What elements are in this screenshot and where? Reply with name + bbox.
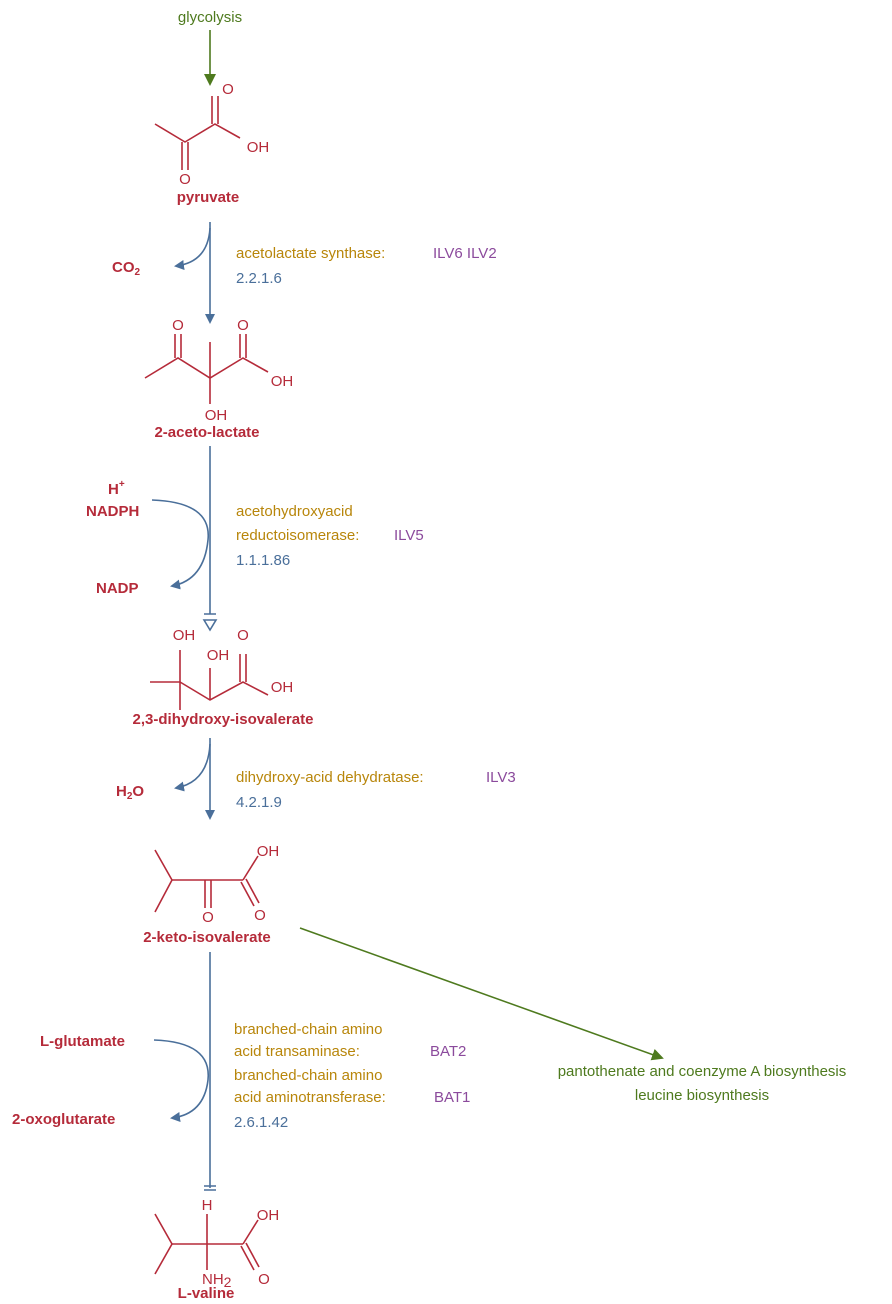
metabolite-pyruvate[interactable]: pyruvate [177, 189, 240, 206]
reaction-3-ec[interactable]: 4.2.1.9 [236, 794, 282, 811]
svg-text:OH: OH [257, 843, 280, 860]
link-pantothenate-coa-biosynthesis[interactable]: pantothenate and coenzyme A biosynthesis [558, 1063, 847, 1080]
reaction-4-cofactor-arrow [153, 1039, 209, 1122]
reaction-1-enzyme[interactable]: acetolactate synthase: [236, 245, 385, 262]
svg-text:O: O [254, 907, 266, 924]
svg-text:OH: OH [247, 139, 270, 156]
reaction-4-main-arrowhead [204, 1185, 216, 1191]
acetolactate-structure: O O OH OH [144, 317, 294, 424]
link-leucine-biosynthesis[interactable]: leucine biosynthesis [635, 1087, 769, 1104]
metabolite-2-aceto-lactate[interactable]: 2-aceto-lactate [154, 424, 259, 441]
svg-text:O: O [179, 171, 191, 188]
reaction-3-side-arrow [174, 743, 211, 792]
svg-text:OH: OH [207, 647, 230, 664]
metabolite-l-valine[interactable]: L-valine [178, 1285, 235, 1302]
svg-text:O: O [222, 81, 234, 98]
svg-text:OH: OH [257, 1207, 280, 1224]
svg-text:O: O [237, 317, 249, 334]
reaction-4-enzyme-b-line-1[interactable]: branched-chain amino [234, 1067, 382, 1084]
svg-text:NH2: NH2 [202, 1271, 232, 1290]
svg-text:O: O [258, 1271, 270, 1288]
reaction-4-gene-a[interactable]: BAT2 [430, 1043, 466, 1060]
dihydroxy-isovalerate-structure: OH OH O OH [150, 627, 293, 710]
svg-text:O: O [237, 627, 249, 644]
keto-isovalerate-structure: OH O O [154, 843, 280, 926]
reaction-3-genes[interactable]: ILV3 [486, 769, 516, 786]
svg-text:OH: OH [205, 407, 228, 424]
svg-text:OH: OH [271, 679, 294, 696]
svg-text:O: O [172, 317, 184, 334]
reaction-2-ec[interactable]: 1.1.1.86 [236, 552, 290, 569]
metabolite-2-keto-isovalerate[interactable]: 2-keto-isovalerate [143, 929, 271, 946]
reaction-2-main-arrowhead [202, 613, 218, 632]
svg-text:OH: OH [271, 373, 294, 390]
svg-text:O: O [202, 909, 214, 926]
reaction-2-enzyme-line-2[interactable]: reductoisomerase: [236, 527, 359, 544]
metabolite-co2[interactable]: CO2 [112, 259, 141, 278]
reaction-1-side-arrow [174, 227, 211, 270]
svg-text:OH: OH [173, 627, 196, 644]
reaction-2-genes[interactable]: ILV5 [394, 527, 424, 544]
reaction-3-enzyme[interactable]: dihydroxy-acid dehydratase: [236, 769, 424, 786]
pyruvate-structure: O OH O [154, 81, 270, 188]
branch-arrow [299, 927, 664, 1061]
l-valine-structure: H OH O NH2 [154, 1197, 280, 1290]
metabolite-h2o[interactable]: H2O [116, 783, 144, 802]
glycolysis-link[interactable]: glycolysis [178, 9, 242, 26]
svg-text:H: H [202, 1197, 213, 1214]
metabolite-nadph[interactable]: NADPH [86, 503, 139, 520]
metabolite-l-glutamate[interactable]: L-glutamate [40, 1033, 125, 1050]
metabolite-nadp[interactable]: NADP [96, 580, 139, 597]
reaction-4-enzyme-a-line-2[interactable]: acid transaminase: [234, 1043, 360, 1060]
reaction-2-cofactor-arrow [151, 499, 209, 590]
reaction-4-enzyme-b-line-2[interactable]: acid aminotransferase: [234, 1089, 386, 1106]
reaction-1-genes[interactable]: ILV6 ILV2 [433, 245, 497, 262]
reaction-4-ec[interactable]: 2.6.1.42 [234, 1114, 288, 1131]
reaction-2-enzyme-line-1[interactable]: acetohydroxyacid [236, 503, 353, 520]
reaction-1-ec[interactable]: 2.2.1.6 [236, 270, 282, 287]
metabolite-h-plus[interactable]: H+ [108, 479, 125, 498]
metabolite-2-oxoglutarate[interactable]: 2-oxoglutarate [12, 1111, 115, 1128]
metabolite-2-3-dihydroxy-isovalerate[interactable]: 2,3-dihydroxy-isovalerate [133, 711, 314, 728]
reaction-4-gene-b[interactable]: BAT1 [434, 1089, 470, 1106]
reaction-4-enzyme-a-line-1[interactable]: branched-chain amino [234, 1021, 382, 1038]
